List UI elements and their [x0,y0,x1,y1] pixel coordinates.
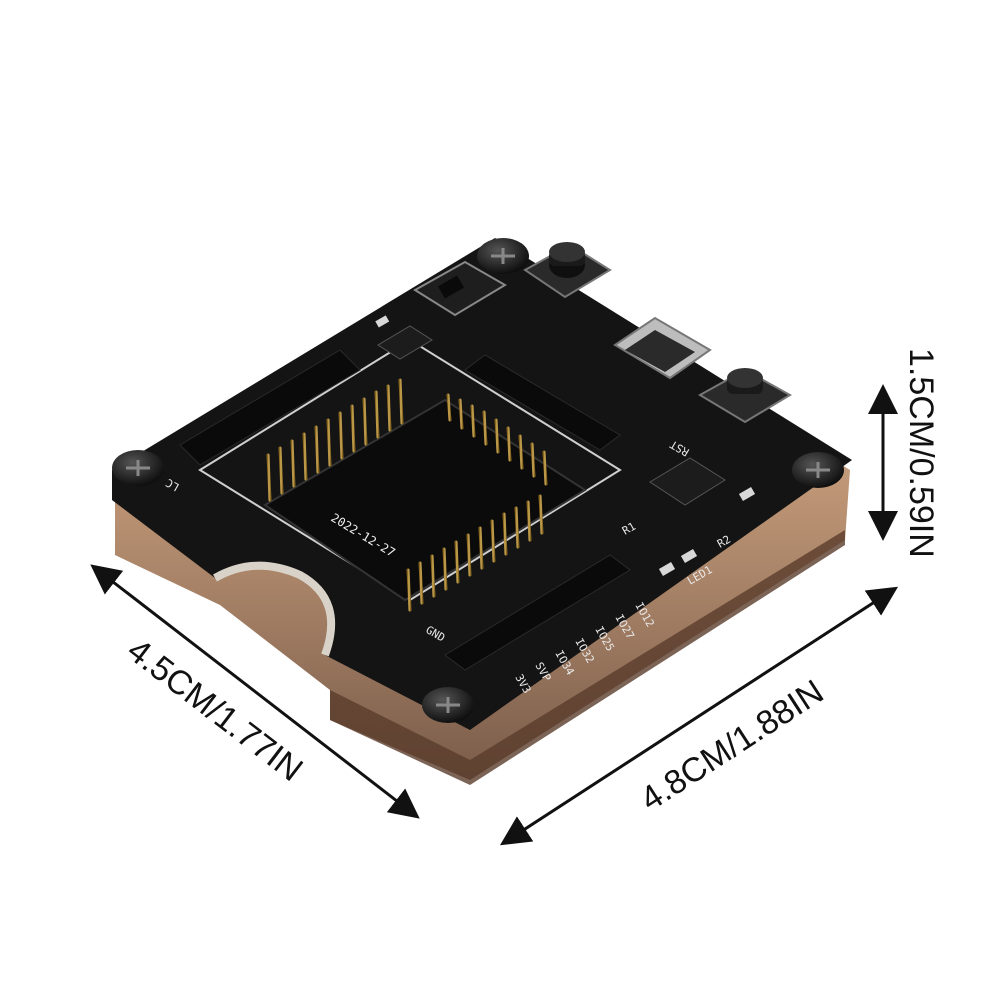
screw-top [477,238,529,274]
regulator-chip [377,325,433,360]
pin-header-left [179,299,361,466]
gold-pins-top-right [446,393,548,486]
gold-pins-top-left [266,378,404,502]
usb-port [613,316,712,380]
gold-pins-bottom [406,494,544,612]
label-r1: R1 [620,520,638,538]
pin-header-right [464,308,621,454]
usb-uart-chip [649,457,726,506]
boot-button-right [698,368,792,424]
corner-screws [112,238,844,723]
reset-button-top [523,242,612,299]
screw-right [792,452,844,488]
label-r2: R2 [715,533,733,551]
length-arrow [90,564,420,819]
dimension-height: 1.5CM/0.59IN [868,348,940,558]
screw-bottom [422,687,474,723]
height-label: 1.5CM/0.59IN [902,348,940,558]
slide-switch [413,260,507,317]
width-arrow [499,586,899,846]
label-lc: LC [164,476,182,494]
led-components [375,315,756,576]
screw-left [112,450,164,486]
